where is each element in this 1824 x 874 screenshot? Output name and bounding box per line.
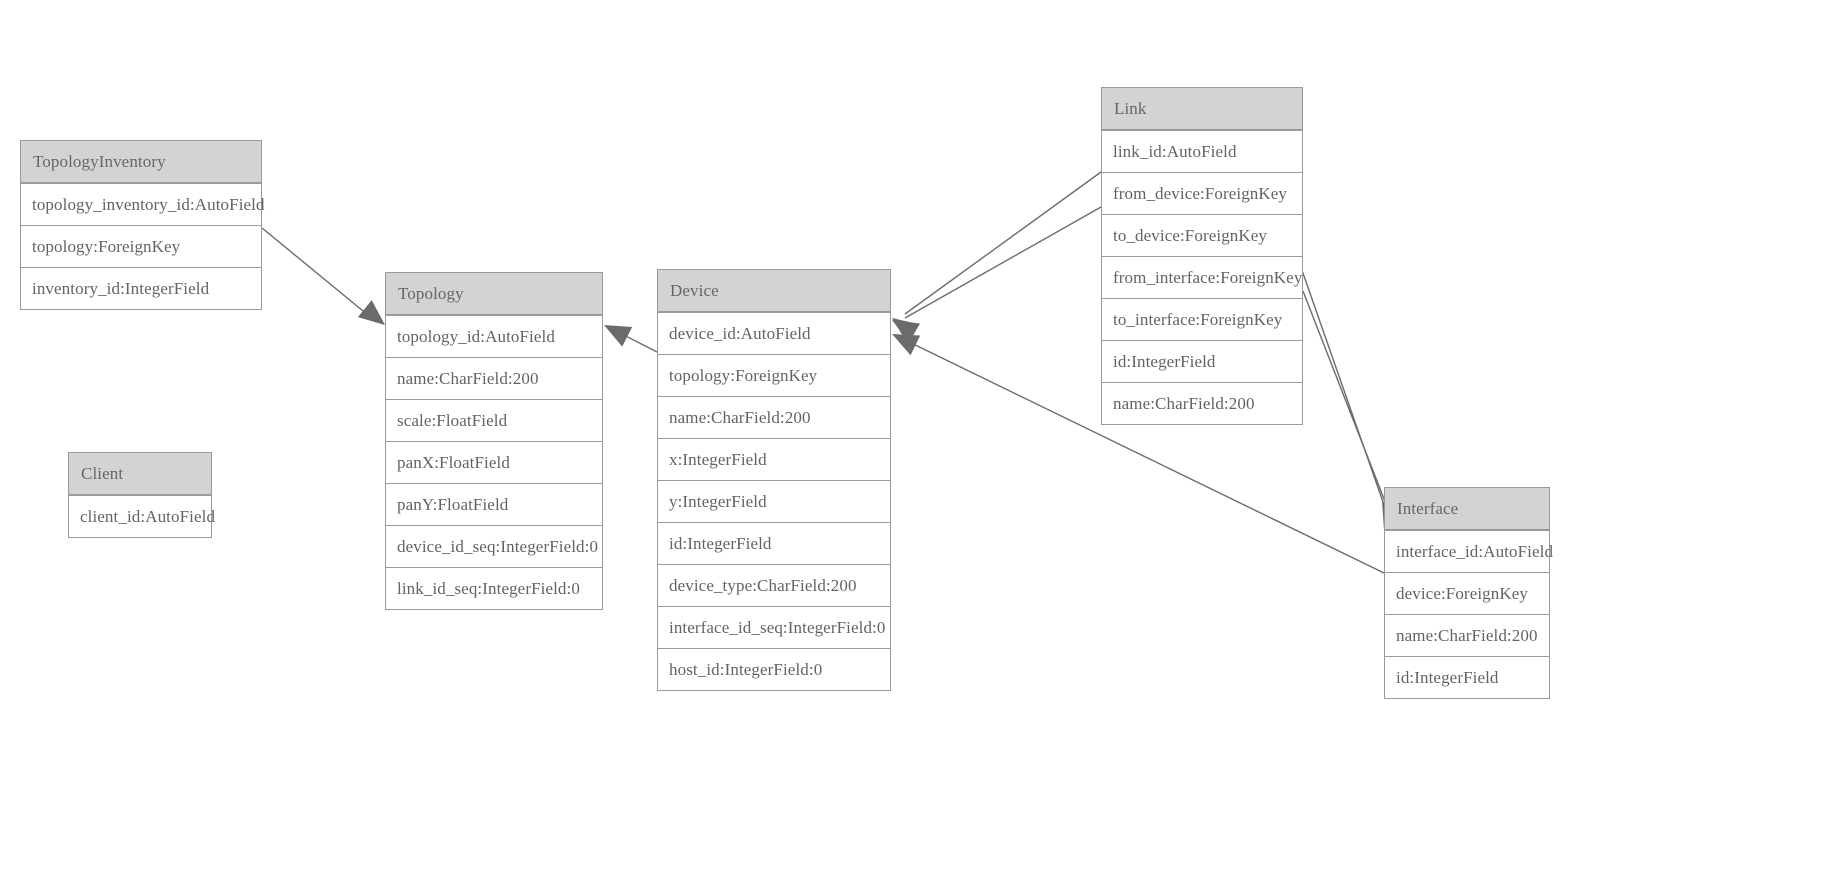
relationship-link-to-device[interactable] <box>887 206 1102 343</box>
entity-title-topology: Topology <box>386 273 602 315</box>
relationship-arrowhead <box>892 320 921 343</box>
entity-field-row[interactable]: id:IntegerField <box>1385 656 1549 698</box>
entity-field-row[interactable]: topology_id:AutoField <box>386 315 602 357</box>
entity-field-row[interactable]: device_id:AutoField <box>658 312 890 354</box>
entity-field-row[interactable]: panY:FloatField <box>386 483 602 525</box>
entity-field-row[interactable]: x:IntegerField <box>658 438 890 480</box>
entity-field-row[interactable]: topology:ForeignKey <box>21 225 261 267</box>
entity-field-row[interactable]: device:ForeignKey <box>1385 572 1549 614</box>
entity-field-row[interactable]: to_interface:ForeignKey <box>1102 298 1302 340</box>
entity-field-row[interactable]: name:CharField:200 <box>1385 614 1549 656</box>
relationship-line <box>613 329 658 353</box>
entity-field-row[interactable]: scale:FloatField <box>386 399 602 441</box>
entity-field-row[interactable]: name:CharField:200 <box>1102 382 1302 424</box>
entity-field-row[interactable]: from_interface:ForeignKey <box>1102 256 1302 298</box>
entity-field-row[interactable]: host_id:IntegerField:0 <box>658 648 890 690</box>
entity-title-device: Device <box>658 270 890 312</box>
entity-field-row[interactable]: topology_inventory_id:AutoField <box>21 183 264 225</box>
relationship-device-topology[interactable] <box>599 315 658 353</box>
entity-field-row[interactable]: client_id:AutoField <box>69 495 215 537</box>
entity-title-interface: Interface <box>1385 488 1549 530</box>
relationship-line <box>261 227 375 321</box>
entity-field-row[interactable]: interface_id_seq:IntegerField:0 <box>658 606 890 648</box>
entity-field-row[interactable]: name:CharField:200 <box>658 396 890 438</box>
relationship-line <box>1302 290 1394 523</box>
entity-field-row[interactable]: topology:ForeignKey <box>658 354 890 396</box>
entity-field-row[interactable]: link_id_seq:IntegerField:0 <box>386 567 602 609</box>
relationship-link-from-device[interactable] <box>886 171 1102 343</box>
entity-field-row[interactable]: link_id:AutoField <box>1102 130 1302 172</box>
relationship-line <box>1296 255 1391 523</box>
entity-field-row[interactable]: panX:FloatField <box>386 441 602 483</box>
relationship-line <box>904 206 1102 319</box>
relationship-arrowhead <box>604 325 633 347</box>
entity-field-row[interactable]: device_id_seq:IntegerField:0 <box>386 525 602 567</box>
entity-field-row[interactable]: interface_id:AutoField <box>1385 530 1553 572</box>
relationship-arrowhead <box>892 334 921 356</box>
entity-field-row[interactable]: inventory_id:IntegerField <box>21 267 261 309</box>
entity-field-row[interactable]: id:IntegerField <box>1102 340 1302 382</box>
entity-field-row[interactable]: from_device:ForeignKey <box>1102 172 1302 214</box>
entity-title-topologyinventory: TopologyInventory <box>21 141 261 183</box>
relationship-topologyinventory-topology[interactable] <box>261 227 392 334</box>
entity-field-row[interactable]: id:IntegerField <box>658 522 890 564</box>
entity-title-client: Client <box>69 453 211 495</box>
entity-field-row[interactable]: device_type:CharField:200 <box>658 564 890 606</box>
relationship-line <box>904 171 1102 315</box>
entity-field-row[interactable]: to_device:ForeignKey <box>1102 214 1302 256</box>
entity-title-link: Link <box>1102 88 1302 130</box>
entity-field-row[interactable]: name:CharField:200 <box>386 357 602 399</box>
entity-field-row[interactable]: y:IntegerField <box>658 480 890 522</box>
